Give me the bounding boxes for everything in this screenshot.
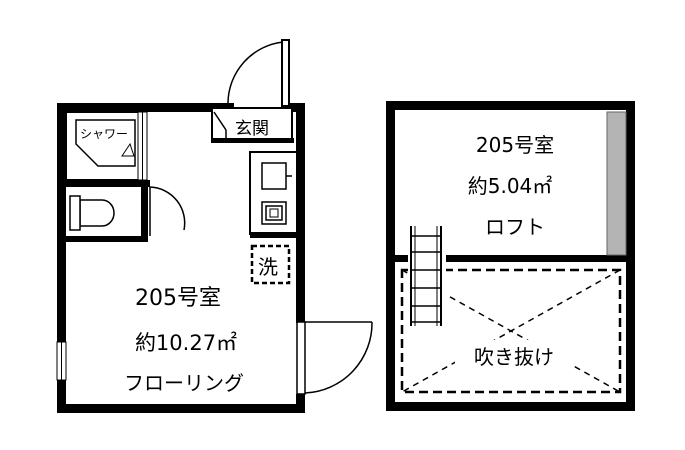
loft-plan: 吹き抜け 205号室 約5.04㎡ ロフト — [386, 101, 635, 411]
loft-area-label: 約5.04㎡ — [468, 174, 553, 198]
floor-type-label: フローリング — [124, 371, 244, 395]
sink — [261, 162, 287, 190]
balcony-door — [296, 321, 373, 395]
loft-room-number-label: 205号室 — [476, 133, 554, 157]
void-area: 吹き抜け — [400, 268, 622, 394]
entrance-label: 玄関 — [235, 119, 269, 139]
room-number-label: 205号室 — [135, 286, 221, 311]
void-label: 吹き抜け — [474, 345, 554, 369]
toilet-room — [66, 180, 186, 242]
washer-label: 洗 — [258, 255, 278, 279]
washing-machine-space: 洗 — [250, 244, 291, 285]
outer-walls — [57, 103, 305, 413]
stove — [261, 201, 287, 225]
kitchen — [249, 151, 298, 238]
loft-ladder — [408, 226, 446, 326]
shower-room: シャワー — [65, 111, 150, 187]
loft-type-label: ロフト — [485, 215, 545, 239]
room-area-label: 約10.27㎡ — [135, 331, 237, 355]
entrance-door — [227, 39, 290, 107]
genkan: 玄関 — [211, 107, 294, 143]
left-window — [56, 341, 67, 381]
shower-label: シャワー — [80, 127, 128, 141]
loft-outer-walls — [386, 101, 635, 411]
toilet-door — [149, 186, 186, 236]
loft-wall-panel — [606, 111, 627, 256]
main-floor-plan: 玄関 シャワー — [56, 39, 373, 413]
